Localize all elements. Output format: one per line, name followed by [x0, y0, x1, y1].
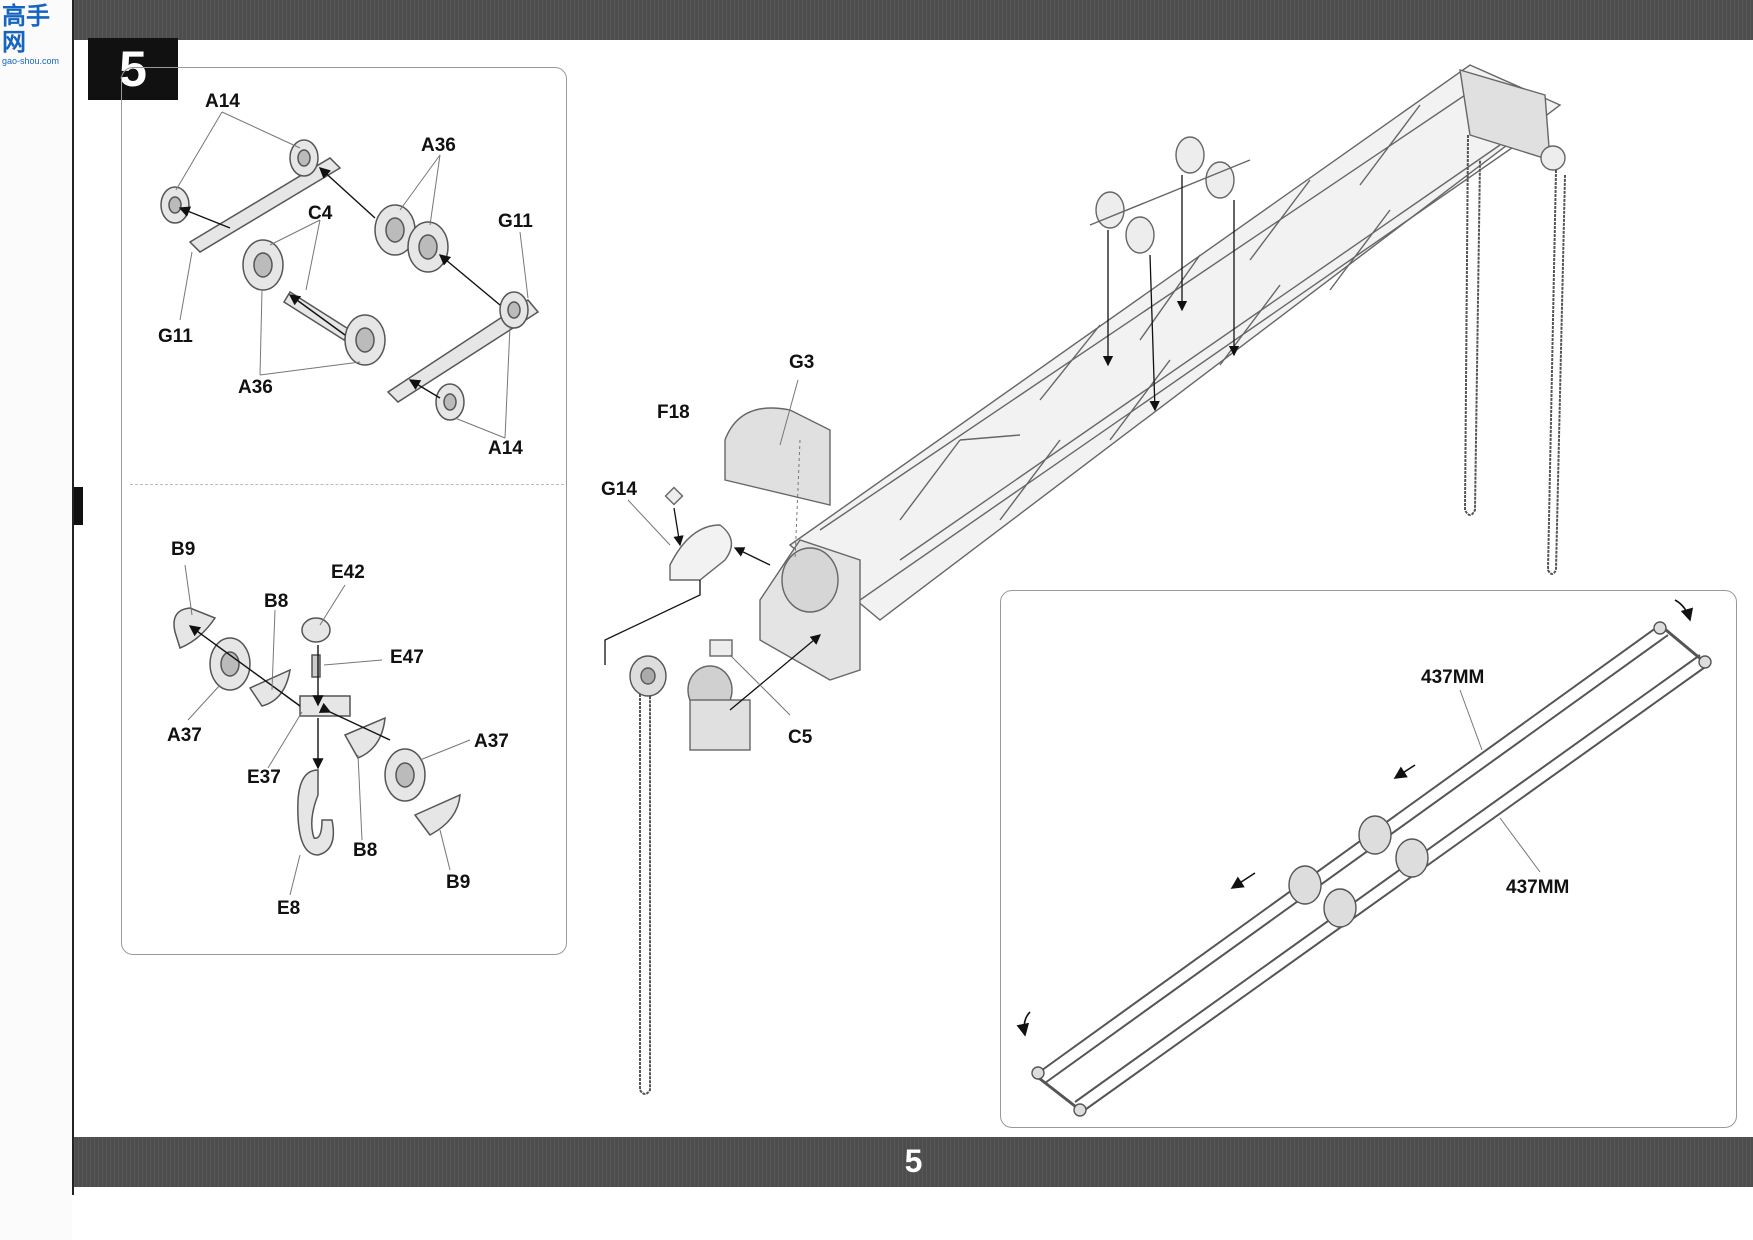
- part-label-e8: E8: [277, 898, 301, 919]
- chain-diagram-arrows: [1016, 599, 1694, 1037]
- chain-length-label: 437MM: [1506, 877, 1570, 898]
- part-label-g3: G3: [789, 352, 815, 373]
- footer-bar: 5: [74, 1137, 1753, 1187]
- crane-leader-lines: [627, 379, 801, 716]
- page-tab-marker: [74, 487, 83, 525]
- part-label-e37: E37: [247, 767, 281, 788]
- part-label-g14: G14: [601, 479, 637, 500]
- hook-assembly-drawing: [173, 607, 461, 856]
- step-number-badge: 5: [88, 38, 178, 100]
- axle-assembly-drawing: [160, 139, 540, 421]
- part-label-a36: A36: [421, 135, 456, 156]
- chain-loop-diagram: [1034, 623, 1709, 1113]
- part-label-e42: E42: [331, 562, 365, 583]
- hook-leader-lines: [184, 564, 471, 896]
- chain-diagram-wheels: [1031, 621, 1712, 1117]
- top-header-bar: [74, 0, 1753, 40]
- watermark-logo: 高手网 gao-shou.com: [2, 4, 68, 67]
- part-label-b9: B9: [171, 539, 196, 560]
- part-label-a37: A37: [167, 725, 202, 746]
- panel-divider: [130, 484, 564, 485]
- part-label-e47: E47: [390, 647, 424, 668]
- part-label-b9: B9: [446, 872, 471, 893]
- part-label-a14: A14: [488, 438, 523, 459]
- watermark-url: gao-shou.com: [2, 56, 60, 66]
- part-label-a36: A36: [238, 377, 273, 398]
- part-label-a14: A14: [205, 91, 240, 112]
- part-label-c4: C4: [308, 203, 333, 224]
- page-edge: [72, 0, 74, 1195]
- part-label-b8: B8: [353, 840, 378, 861]
- left-margin: [0, 0, 72, 1240]
- part-label-g11: G11: [158, 326, 193, 347]
- page-number: 5: [904, 1143, 923, 1179]
- part-label-c5: C5: [788, 727, 813, 748]
- hook-assembly-arrows: [188, 625, 391, 770]
- subassembly-panel: [121, 67, 567, 955]
- axle-leader-lines: [175, 111, 529, 439]
- crane-bridge-drawing: [664, 64, 1566, 751]
- part-label-g11: G11: [498, 211, 533, 232]
- hanging-chains: [639, 134, 1566, 1095]
- part-label-f18: F18: [657, 402, 690, 423]
- chain-diagram-panel: [1000, 590, 1737, 1128]
- axle-assembly-arrows: [178, 167, 501, 399]
- crane-arrows: [604, 175, 1240, 711]
- chain-length-label: 437MM: [1421, 667, 1485, 688]
- watermark-text: 高手网: [2, 3, 50, 56]
- chain-pulley: [629, 655, 667, 697]
- part-label-a37: A37: [474, 731, 509, 752]
- chain-diagram-leaders: [1459, 689, 1541, 873]
- part-label-b8: B8: [264, 591, 289, 612]
